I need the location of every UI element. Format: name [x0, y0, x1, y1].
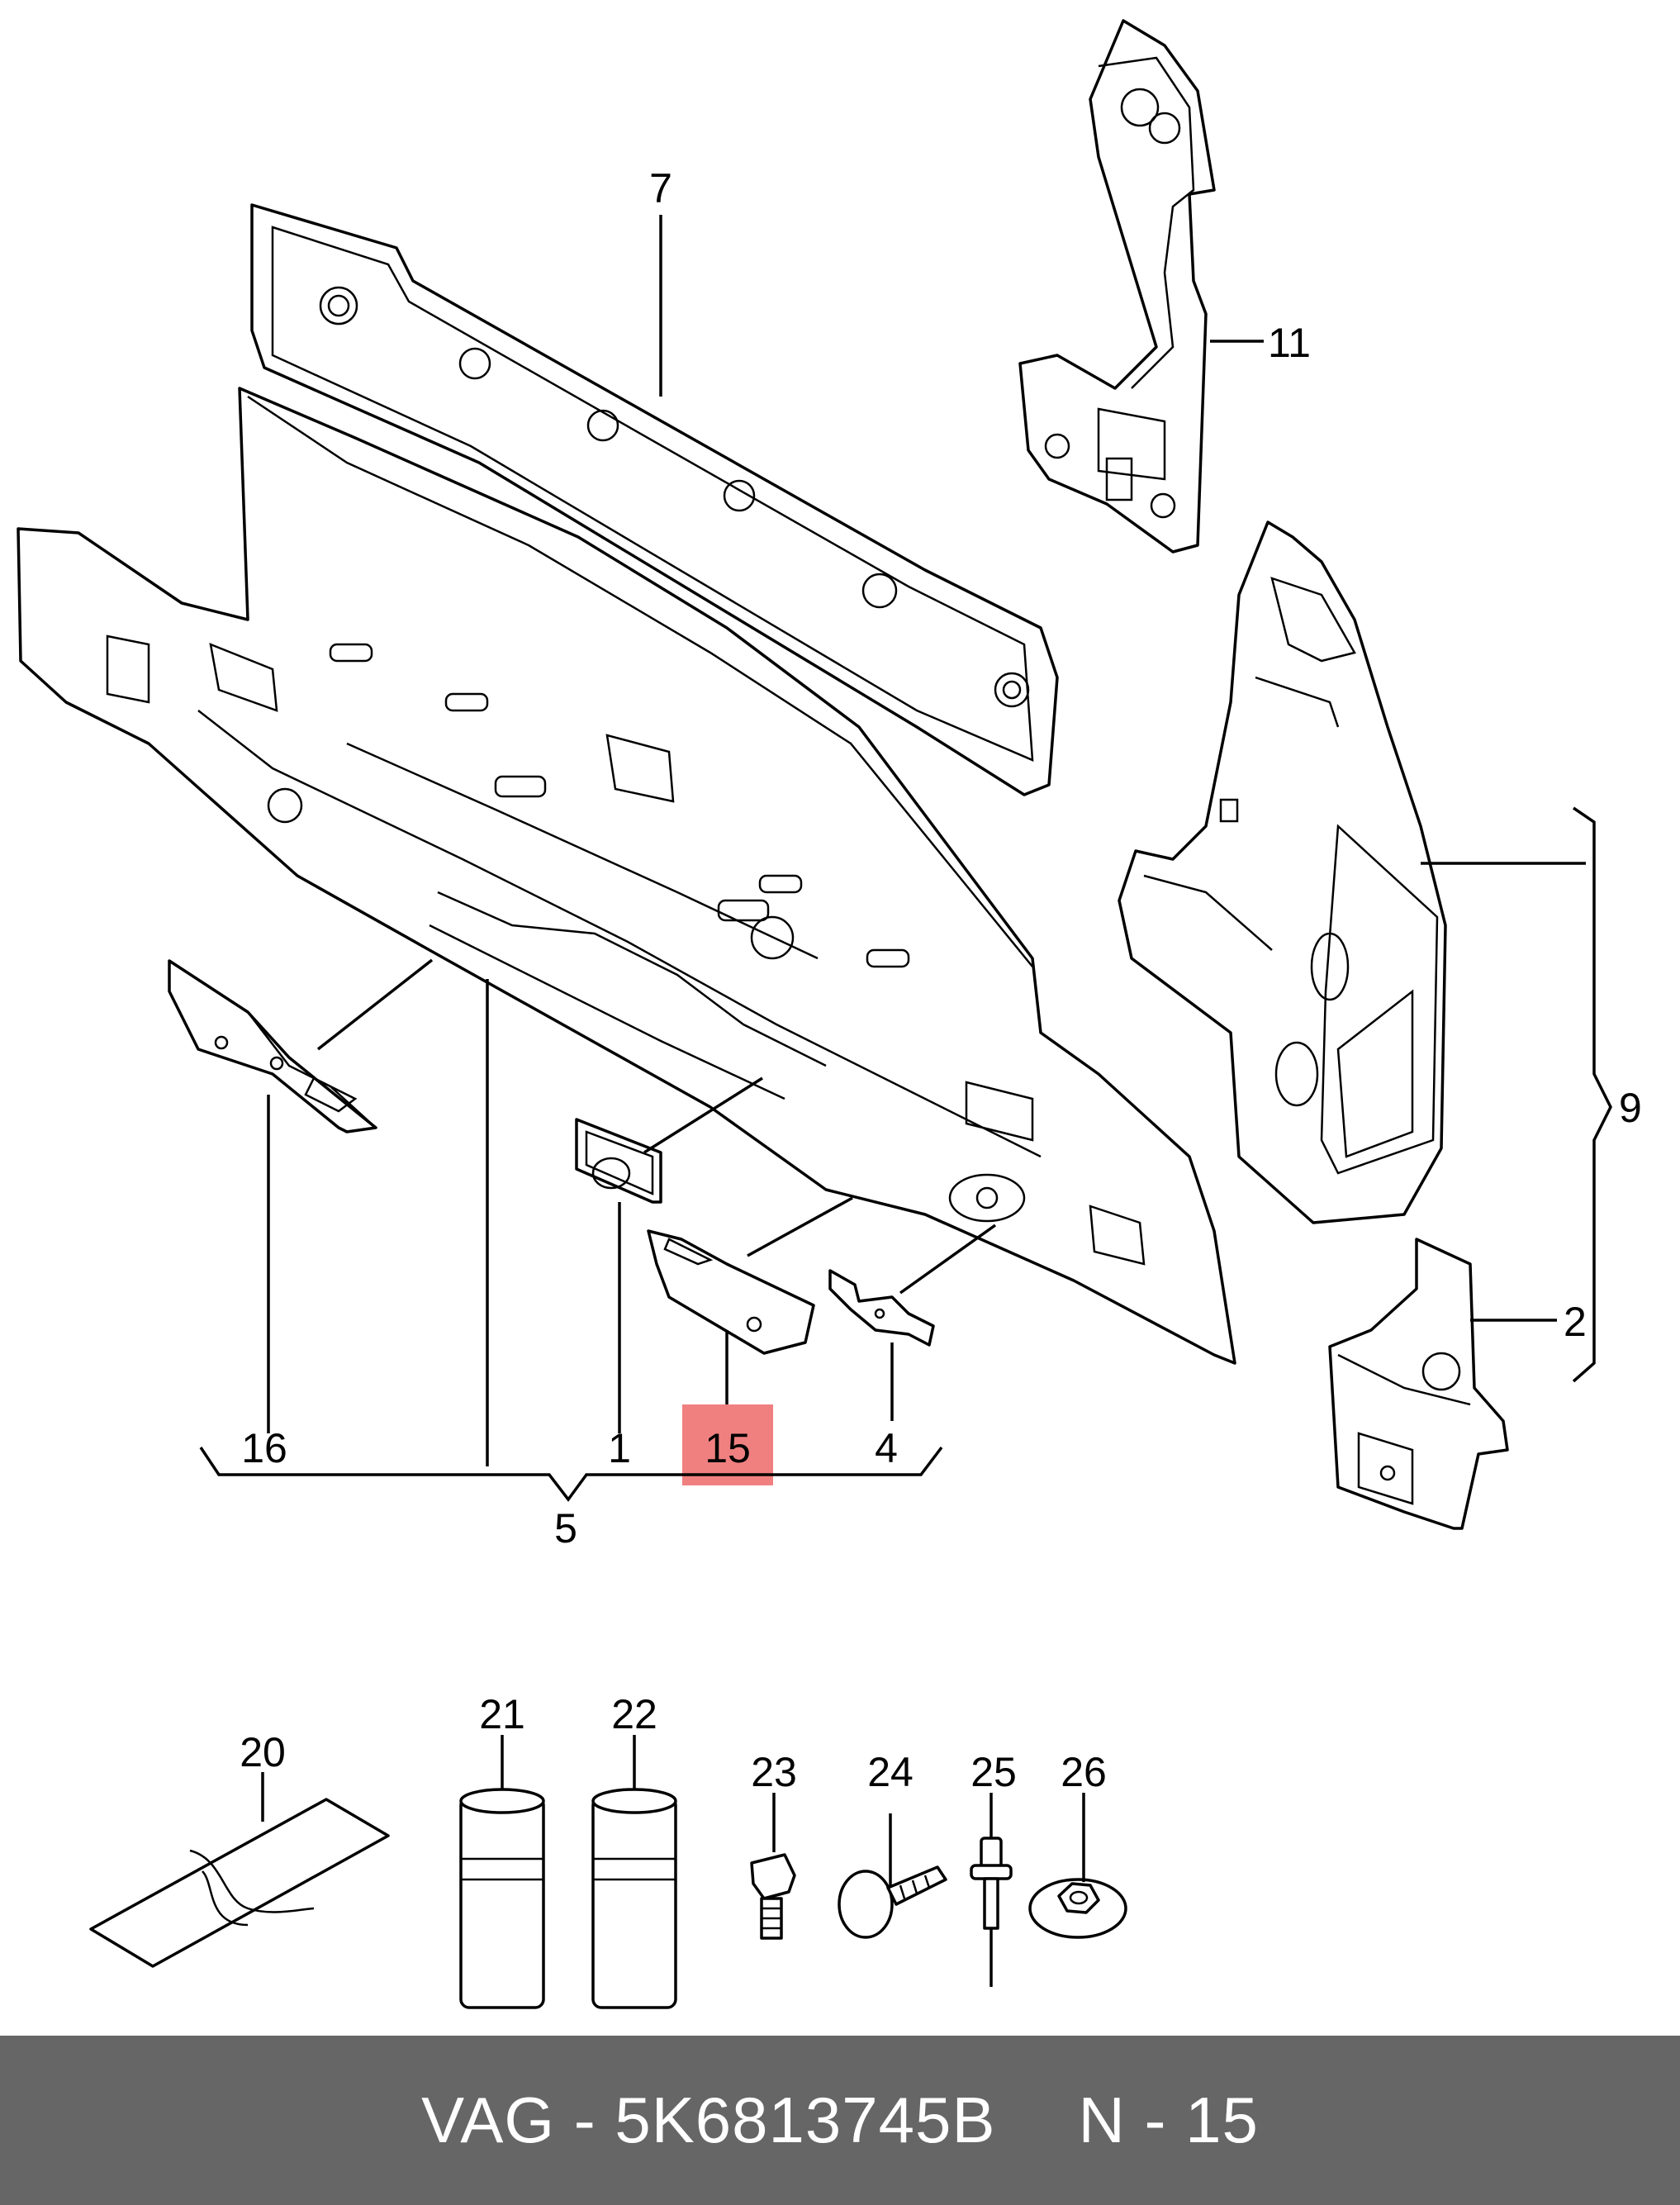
callout-25: 25	[971, 1749, 1017, 1795]
callout-1: 1	[608, 1425, 631, 1471]
part-7-cross-member[interactable]	[250, 203, 1059, 796]
part-1-tie-down-eye[interactable]	[575, 1118, 662, 1204]
parts-diagram: 7 11 9 2 16 1 15 4 5 20 21 22 23 24 25 2…	[17, 19, 1642, 2009]
callout-26: 26	[1061, 1749, 1107, 1795]
part-16-bracket[interactable]	[168, 959, 377, 1133]
part-21-can[interactable]	[459, 1735, 545, 2009]
callout-24: 24	[867, 1749, 914, 1795]
leader-lines	[199, 215, 1612, 1502]
callout-11: 11	[1268, 320, 1311, 366]
callout-5: 5	[554, 1505, 577, 1552]
part-24-screw[interactable]	[838, 1813, 947, 1939]
part-4-clip[interactable]	[828, 1269, 935, 1347]
highlight-box-15	[682, 1404, 773, 1485]
callout-23: 23	[751, 1749, 797, 1795]
callout-2: 2	[1564, 1299, 1587, 1345]
part-25-rivet[interactable]	[970, 1793, 1013, 1987]
part-5-rear-panel[interactable]	[17, 387, 1236, 1365]
callout-16: 16	[241, 1425, 287, 1471]
callout-7: 7	[649, 165, 672, 211]
part-26-nut[interactable]	[1028, 1793, 1127, 1939]
callout-20: 20	[240, 1729, 286, 1775]
part-11-pillar[interactable]	[1018, 19, 1216, 554]
part-20-adhesive-strip[interactable]	[89, 1772, 390, 1968]
callout-21: 21	[479, 1691, 525, 1737]
footer-brand: VAG -	[421, 2084, 596, 2156]
part-2-bracket[interactable]	[1328, 1238, 1509, 1530]
part-15-plate[interactable]	[647, 1229, 815, 1355]
footer-part-number: 5K6813745B	[615, 2084, 996, 2156]
callout-4: 4	[875, 1425, 898, 1471]
part-23-bolt[interactable]	[750, 1793, 796, 1940]
part-info-footer: VAG - 5K6813745B N - 15	[0, 2036, 1680, 2205]
part-22-can[interactable]	[591, 1735, 677, 2009]
part-9-side-panel[interactable]	[1118, 520, 1447, 1224]
callout-9: 9	[1619, 1085, 1642, 1131]
callout-15: 15	[705, 1425, 751, 1471]
footer-position: N - 15	[1078, 2084, 1259, 2156]
callout-22: 22	[611, 1691, 657, 1737]
